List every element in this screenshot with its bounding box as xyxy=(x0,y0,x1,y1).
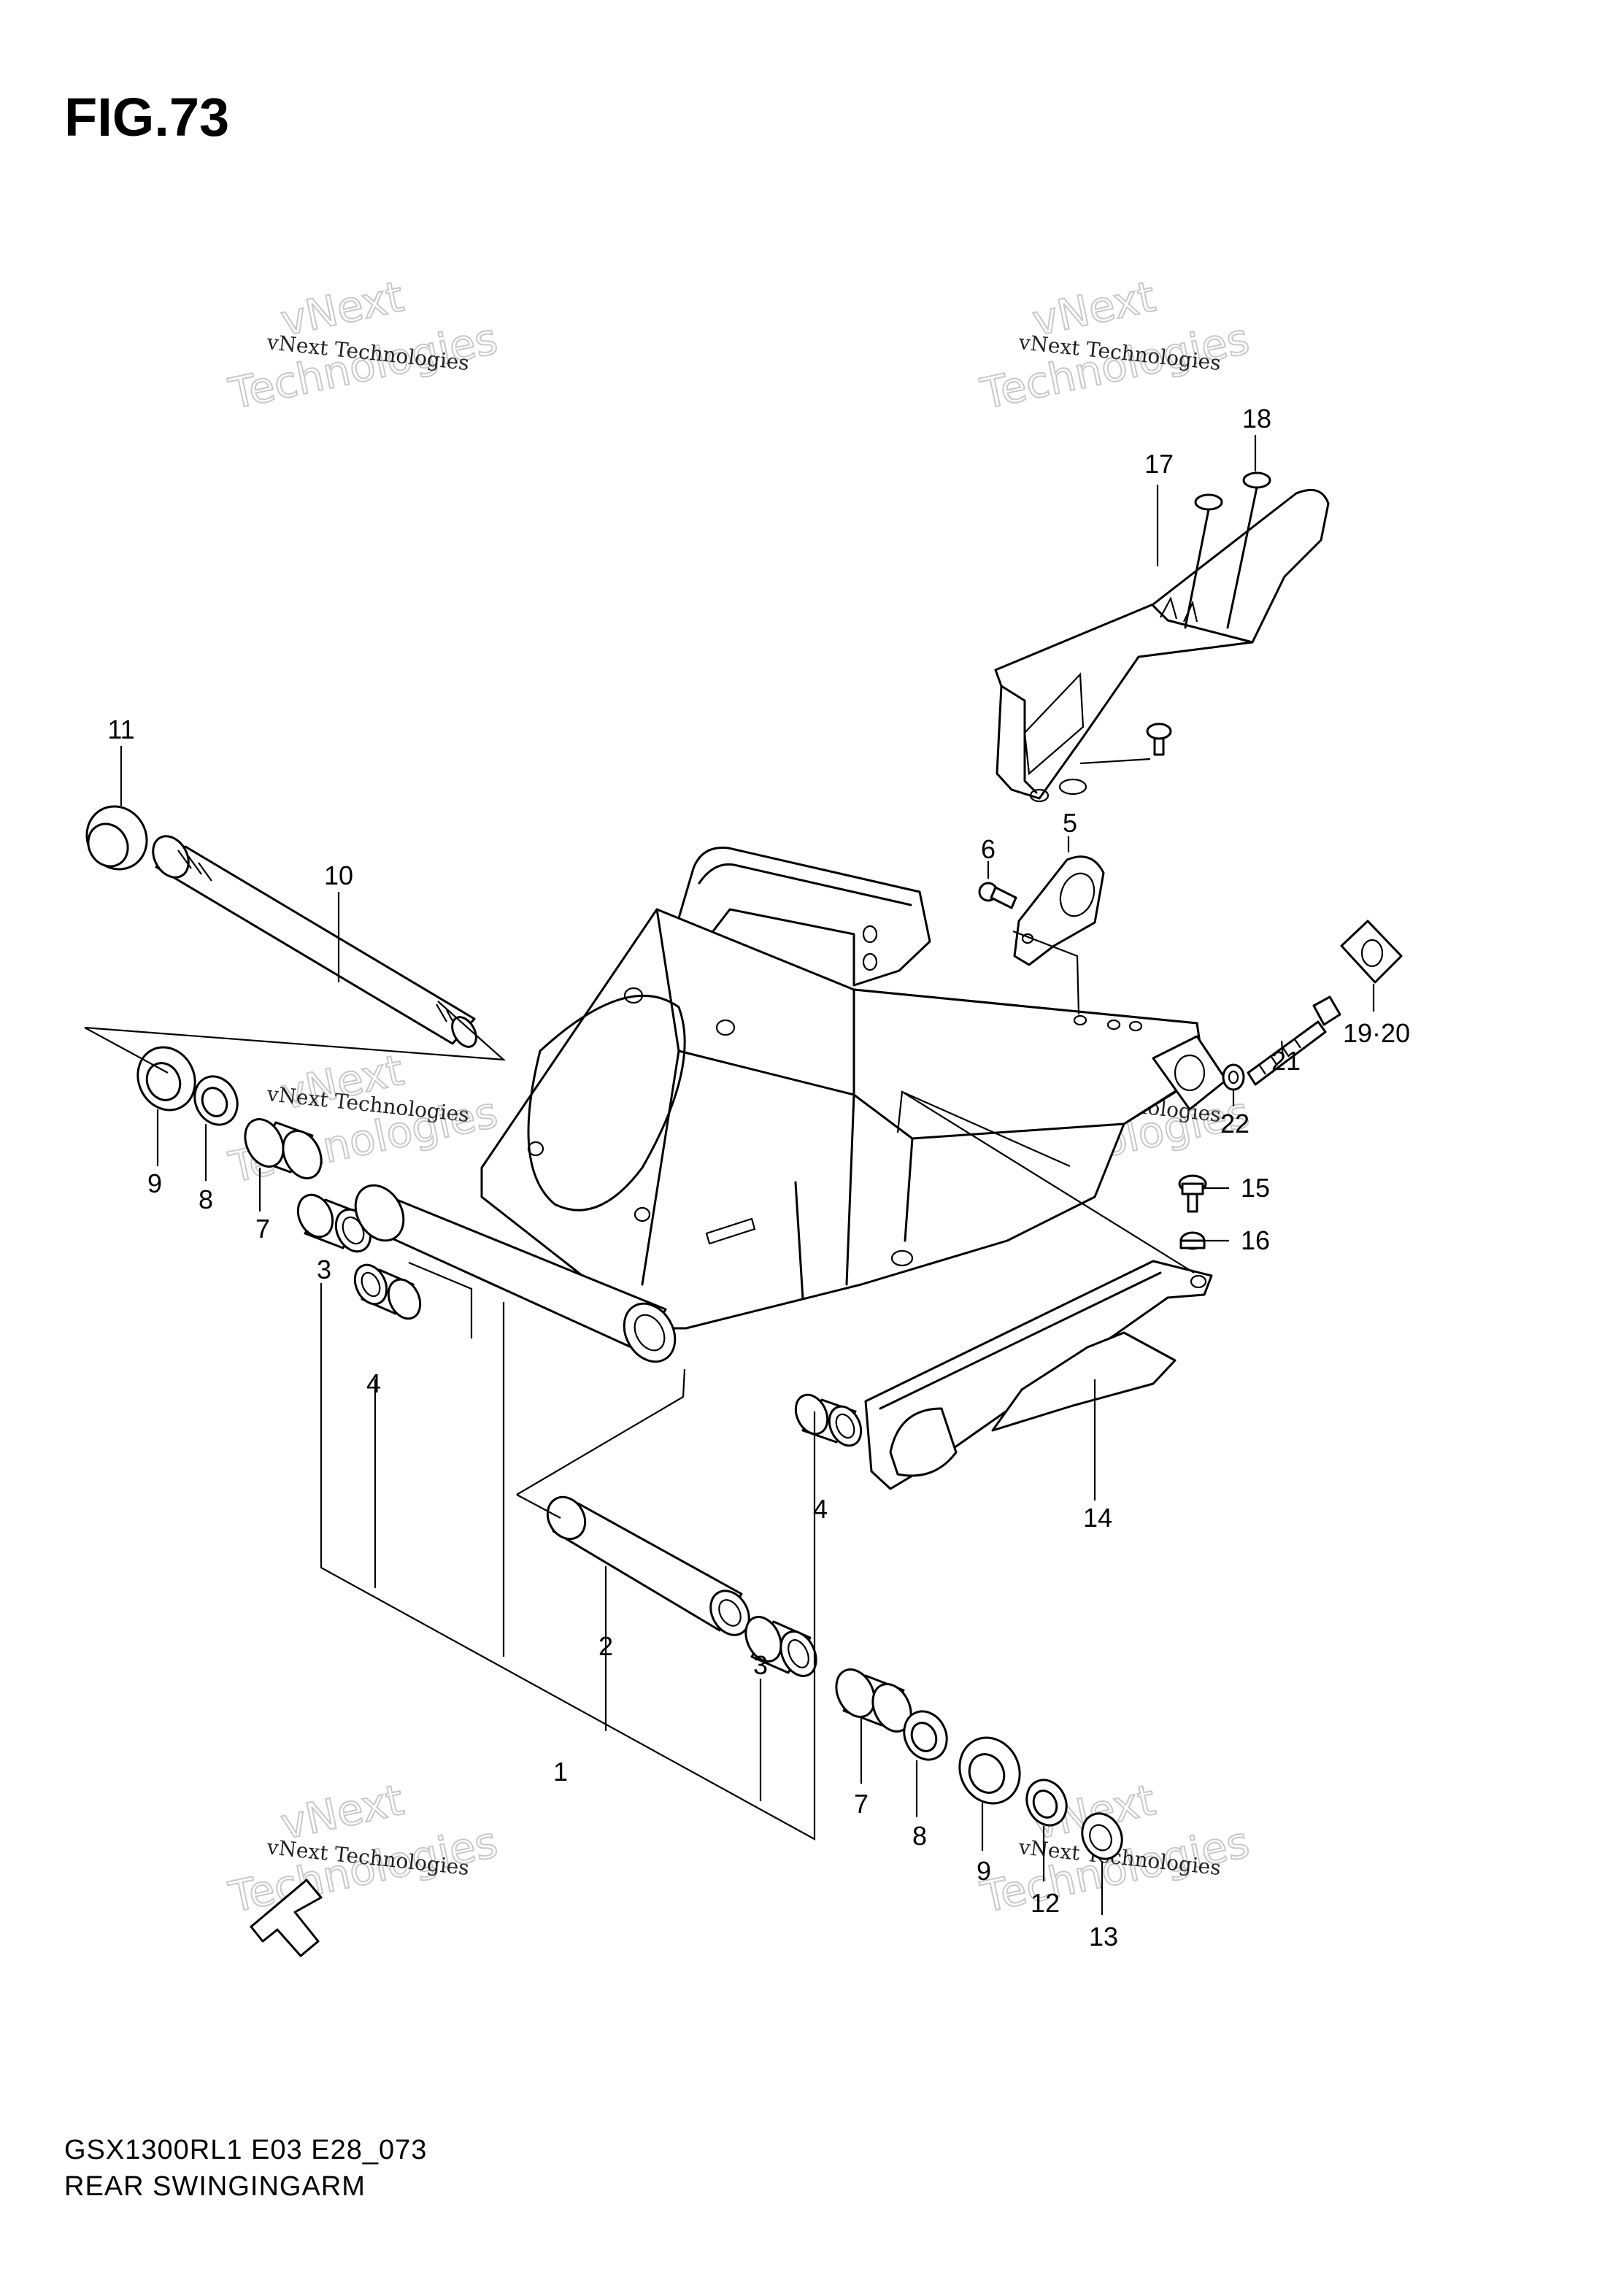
part-16-nut xyxy=(1179,1231,1206,1250)
callout-10: 10 xyxy=(324,860,353,890)
callout-9-left: 9 xyxy=(147,1168,162,1198)
callout-3-right: 3 xyxy=(753,1650,768,1680)
model-code: GSX1300RL1 E03 E28_073 xyxy=(64,2135,428,2165)
callout-12: 12 xyxy=(1031,1888,1060,1918)
leader-lines xyxy=(84,435,1375,1915)
part-9-oil-seal-left xyxy=(136,1046,196,1112)
callout-labels: 1 2 3 3 4 4 5 6 7 7 8 8 9 9 10 11 12 13 … xyxy=(107,404,1410,1952)
part-1-swingarm xyxy=(354,847,1228,1363)
callout-4-right: 4 xyxy=(813,1494,828,1524)
part-15-bolt xyxy=(1178,1174,1207,1213)
callout-7-right: 7 xyxy=(854,1789,869,1819)
part-8-washer-left xyxy=(193,1075,239,1126)
part-10-pivot-shaft xyxy=(152,835,477,1048)
callout-6: 6 xyxy=(981,834,996,864)
callout-16: 16 xyxy=(1241,1225,1270,1255)
part-18-screw-c xyxy=(1146,723,1172,756)
callout-19-20: 19·20 xyxy=(1343,1018,1410,1048)
part-18-screw-b xyxy=(1184,493,1223,629)
callout-11: 11 xyxy=(107,714,134,744)
part-4-bearing-right xyxy=(794,1393,863,1447)
callout-22: 22 xyxy=(1220,1109,1250,1139)
watermark-top-left: vNext Technologies vNext Technologies xyxy=(224,271,503,420)
part-7-spacer-right xyxy=(835,1668,912,1733)
callout-21: 21 xyxy=(1271,1046,1301,1076)
callout-14: 14 xyxy=(1083,1503,1112,1533)
part-12-washer xyxy=(1025,1779,1068,1827)
callout-18: 18 xyxy=(1242,404,1271,434)
part-7-spacer-left xyxy=(244,1118,323,1179)
part-18-screw-a xyxy=(1226,471,1271,629)
part-9-oil-seal-right xyxy=(958,1736,1021,1805)
front-direction-arrow-icon xyxy=(250,1879,323,1957)
part-8-washer-right xyxy=(903,1710,948,1761)
callout-13: 13 xyxy=(1089,1922,1118,1952)
callout-4-left: 4 xyxy=(366,1368,381,1398)
diagram-name: REAR SWINGINGARM xyxy=(64,2171,366,2202)
callout-2: 2 xyxy=(598,1631,613,1661)
callout-15: 15 xyxy=(1241,1173,1270,1203)
callout-8-left: 8 xyxy=(199,1184,213,1214)
part-19-20-chain-adjuster xyxy=(1340,920,1403,984)
part-13-nut xyxy=(1081,1812,1123,1860)
part-5-bracket xyxy=(1013,855,1105,966)
callout-9-right: 9 xyxy=(977,1856,991,1886)
figure-title: FIG.73 xyxy=(64,87,230,147)
watermark-middle-left: vNext Technologies vNext Technologies xyxy=(224,1044,503,1193)
callout-7-left: 7 xyxy=(255,1214,270,1244)
callout-1: 1 xyxy=(553,1757,568,1787)
callout-5: 5 xyxy=(1063,808,1077,838)
callout-8-right: 8 xyxy=(912,1821,927,1851)
callout-17: 17 xyxy=(1144,449,1174,479)
part-11-seal-cap xyxy=(85,805,148,871)
part-17-chain-case xyxy=(994,488,1330,803)
callout-3-left: 3 xyxy=(317,1255,331,1284)
part-4-bearing-left xyxy=(353,1263,422,1320)
part-21-adjuster-bolt xyxy=(1247,995,1341,1086)
part-6-bolt xyxy=(978,882,1017,909)
part-2-pivot-spacer xyxy=(546,1495,750,1636)
part-22-washer xyxy=(1222,1063,1245,1091)
watermark-bottom-left: vNext Technologies vNext Technologies xyxy=(224,1774,503,1923)
part-14-chain-buffer xyxy=(864,1260,1213,1490)
part-3-bearing-right xyxy=(744,1616,817,1677)
watermark-top-right: vNext Technologies vNext Technologies xyxy=(976,271,1255,420)
